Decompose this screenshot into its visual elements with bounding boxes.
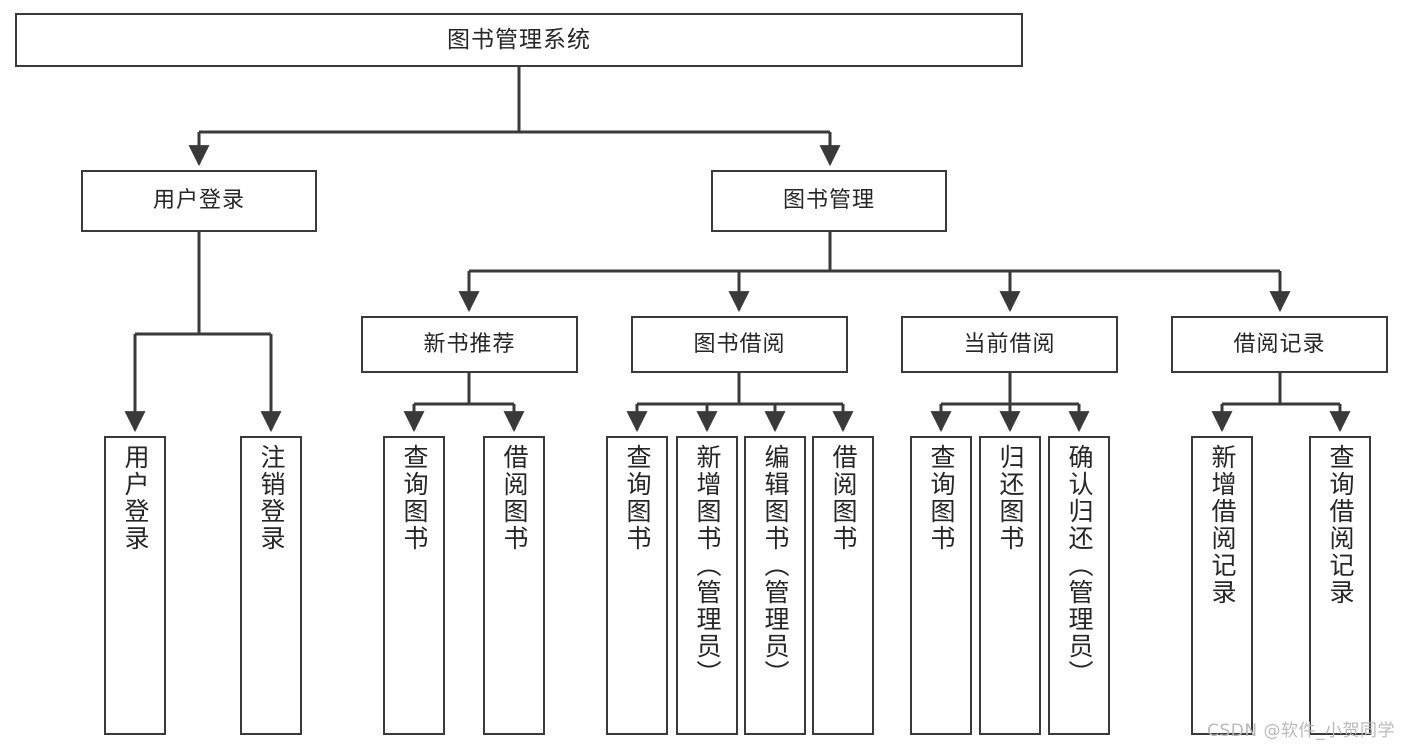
leaf-return-book[interactable]: 归还图书 [979, 436, 1041, 735]
node-label: 借阅图书 [829, 444, 858, 552]
node-label: 借阅图书 [500, 444, 529, 552]
node-label: 图书管理 [782, 188, 875, 214]
node-label: 图书借阅 [693, 331, 786, 357]
node-label: 确认归还（管理员） [1065, 444, 1094, 687]
node-root-system[interactable]: 图书管理系统 [15, 13, 1023, 67]
node-label: 查询借阅记录 [1326, 444, 1355, 606]
node-borrow-record[interactable]: 借阅记录 [1171, 316, 1388, 373]
node-new-book-recommend[interactable]: 新书推荐 [361, 316, 578, 373]
node-label: 当前借阅 [963, 331, 1056, 357]
node-user-login[interactable]: 用户登录 [81, 170, 317, 232]
node-label: 借阅记录 [1233, 331, 1326, 357]
leaf-query-borrow-record[interactable]: 查询借阅记录 [1309, 436, 1371, 735]
leaf-borrow-book[interactable]: 借阅图书 [812, 436, 874, 735]
leaf-query-book-current[interactable]: 查询图书 [910, 436, 972, 735]
node-label: 新增图书（管理员） [693, 444, 722, 687]
node-label: 新书推荐 [423, 331, 516, 357]
node-label: 用户登录 [121, 444, 150, 552]
node-label: 新增借阅记录 [1208, 444, 1237, 606]
node-book-management[interactable]: 图书管理 [711, 170, 947, 232]
node-label: 编辑图书（管理员） [761, 444, 790, 687]
leaf-confirm-return-admin[interactable]: 确认归还（管理员） [1048, 436, 1110, 735]
node-label: 查询图书 [927, 444, 956, 552]
node-book-borrow[interactable]: 图书借阅 [631, 316, 848, 373]
leaf-logout[interactable]: 注销登录 [240, 436, 302, 735]
node-label: 用户登录 [152, 188, 245, 214]
leaf-add-borrow-record[interactable]: 新增借阅记录 [1191, 436, 1253, 735]
leaf-query-book-borrow[interactable]: 查询图书 [606, 436, 668, 735]
leaf-query-book-recommend[interactable]: 查询图书 [383, 436, 445, 735]
node-label: 图书管理系统 [447, 26, 591, 53]
node-label: 归还图书 [996, 444, 1025, 552]
leaf-borrow-book-recommend[interactable]: 借阅图书 [483, 436, 545, 735]
node-label: 查询图书 [623, 444, 652, 552]
leaf-user-login[interactable]: 用户登录 [104, 436, 166, 735]
node-label: 查询图书 [400, 444, 429, 552]
node-label: 注销登录 [257, 444, 286, 552]
leaf-add-book-admin[interactable]: 新增图书（管理员） [676, 436, 738, 735]
leaf-edit-book-admin[interactable]: 编辑图书（管理员） [744, 436, 806, 735]
node-current-borrow[interactable]: 当前借阅 [901, 316, 1118, 373]
